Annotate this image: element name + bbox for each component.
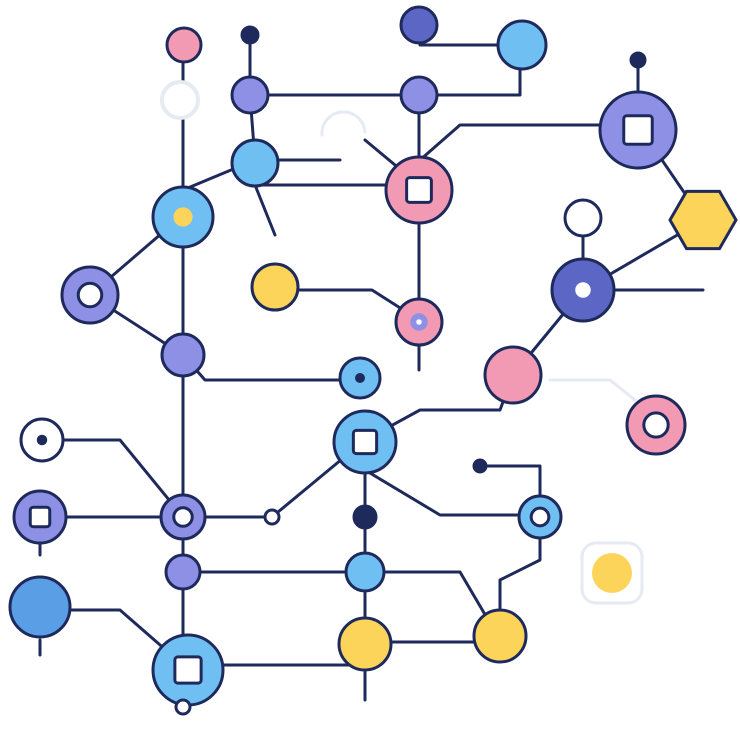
yellow-node bbox=[250, 262, 300, 312]
purple-square-node bbox=[12, 489, 68, 545]
faint-square-yellow-node bbox=[580, 541, 644, 605]
faint-edge bbox=[548, 378, 637, 402]
pink-node bbox=[483, 345, 543, 405]
edge bbox=[418, 123, 640, 162]
terminal-dot bbox=[240, 25, 260, 45]
junction-node bbox=[399, 75, 439, 115]
junction-node bbox=[472, 458, 488, 474]
purple-ring-node bbox=[159, 493, 207, 541]
junction-node bbox=[352, 504, 378, 530]
purple-ring-node bbox=[60, 265, 120, 325]
blue-square-node bbox=[151, 633, 225, 707]
junction-node bbox=[472, 608, 528, 664]
purple-square-node bbox=[598, 90, 678, 170]
junction-node bbox=[263, 508, 281, 526]
pink-square-node bbox=[384, 155, 454, 225]
eye-node bbox=[19, 417, 65, 463]
edge bbox=[40, 438, 185, 519]
pink-ring-node bbox=[625, 394, 687, 456]
junction-node bbox=[174, 698, 192, 716]
faint-ring-node bbox=[160, 80, 200, 120]
yellow-node bbox=[337, 616, 393, 672]
blue-ring-node bbox=[517, 494, 563, 540]
blue-top-node bbox=[496, 19, 548, 71]
edge bbox=[181, 353, 362, 382]
node-layer bbox=[8, 5, 738, 716]
deep-blue-node bbox=[8, 575, 72, 639]
yellow-hexagon-node bbox=[668, 189, 738, 251]
indigo-top-node bbox=[399, 5, 439, 45]
edge bbox=[363, 468, 542, 517]
junction-node bbox=[563, 198, 603, 238]
blue-node bbox=[230, 138, 280, 188]
junction-node bbox=[629, 51, 647, 69]
blue-square-node bbox=[332, 409, 398, 475]
junction-node bbox=[164, 553, 202, 591]
indigo-dot-node bbox=[550, 257, 616, 323]
blue-dot-node bbox=[151, 185, 215, 249]
edge bbox=[253, 183, 277, 237]
junction-node bbox=[344, 551, 386, 593]
junction-node bbox=[160, 332, 206, 378]
purple-junction-node bbox=[230, 75, 270, 115]
pink-dot-node bbox=[394, 297, 444, 347]
pink-dot-node bbox=[165, 26, 203, 64]
faint-edge bbox=[320, 110, 367, 137]
blue-eye-node bbox=[338, 356, 382, 400]
